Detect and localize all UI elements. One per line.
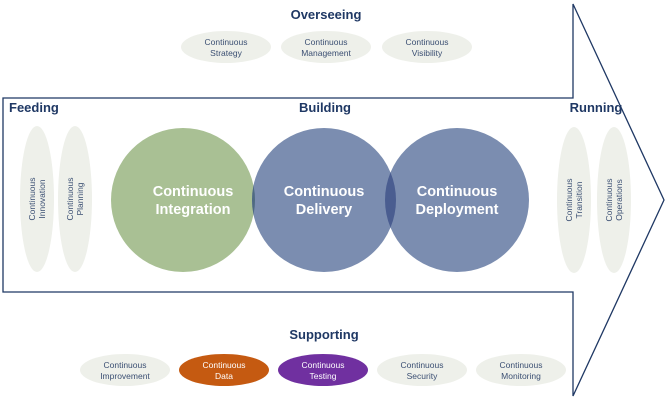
running-item-operations-line2: Operations (614, 179, 624, 221)
overseeing-item-strategy: Continuous Strategy (181, 31, 271, 63)
supporting-item-security-line2: Security (407, 371, 438, 381)
supporting-item-data-line2: Data (215, 371, 233, 381)
delivery-circle (252, 128, 396, 272)
overseeing-item-management: Continuous Management (281, 31, 371, 63)
supporting-item-security-line1: Continuous (400, 360, 443, 370)
supporting-item-testing-line2: Testing (310, 371, 337, 381)
integration-label-line2: Integration (156, 202, 231, 218)
overseeing-heading: Overseeing (291, 7, 362, 22)
overseeing-item-strategy-line2: Strategy (210, 48, 242, 58)
running-item-transition-line1: Continuous (564, 178, 574, 221)
running-heading: Running (570, 100, 623, 115)
supporting-item-testing-line1: Continuous (301, 360, 344, 370)
supporting-item-data: Continuous Data (179, 354, 269, 386)
integration-label-line1: Continuous (153, 184, 234, 200)
building-heading: Building (299, 100, 351, 115)
feeding-item-innovation-line2: Innovation (37, 179, 47, 218)
overseeing-item-management-line2: Management (301, 48, 351, 58)
supporting-item-improvement: Continuous Improvement (80, 354, 170, 386)
overseeing-item-management-line1: Continuous (304, 37, 347, 47)
delivery-label-line1: Continuous (284, 184, 365, 200)
deployment-circle (385, 128, 529, 272)
overseeing-item-strategy-line1: Continuous (204, 37, 247, 47)
integration-circle (111, 128, 255, 272)
supporting-item-testing: Continuous Testing (278, 354, 368, 386)
supporting-heading: Supporting (289, 327, 358, 342)
supporting-item-monitoring-line2: Monitoring (501, 371, 541, 381)
supporting-item-monitoring: Continuous Monitoring (476, 354, 566, 386)
feeding-item-planning-line2: Planning (75, 182, 85, 215)
overseeing-item-visibility-line2: Visibility (412, 48, 443, 58)
running-item-transition-line2: Transition (574, 181, 584, 218)
supporting-item-improvement-line1: Continuous (103, 360, 146, 370)
running-item-operations-line1: Continuous (604, 178, 614, 221)
feeding-item-innovation: Continuous Innovation (20, 126, 54, 272)
running-item-transition: Continuous Transition (557, 127, 591, 273)
supporting-item-security: Continuous Security (377, 354, 467, 386)
supporting-item-improvement-line2: Improvement (100, 371, 150, 381)
feeding-item-planning: Continuous Planning (58, 126, 92, 272)
feeding-item-innovation-line1: Continuous (27, 177, 37, 220)
deployment-label-line1: Continuous (417, 184, 498, 200)
deployment-label-line2: Deployment (416, 202, 499, 218)
running-item-operations: Continuous Operations (597, 127, 631, 273)
feeding-item-planning-line1: Continuous (65, 177, 75, 220)
supporting-item-data-line1: Continuous (202, 360, 245, 370)
overseeing-item-visibility: Continuous Visibility (382, 31, 472, 63)
delivery-label-line2: Delivery (296, 202, 352, 218)
overseeing-item-visibility-line1: Continuous (405, 37, 448, 47)
supporting-item-monitoring-line1: Continuous (499, 360, 542, 370)
feeding-heading: Feeding (9, 100, 59, 115)
